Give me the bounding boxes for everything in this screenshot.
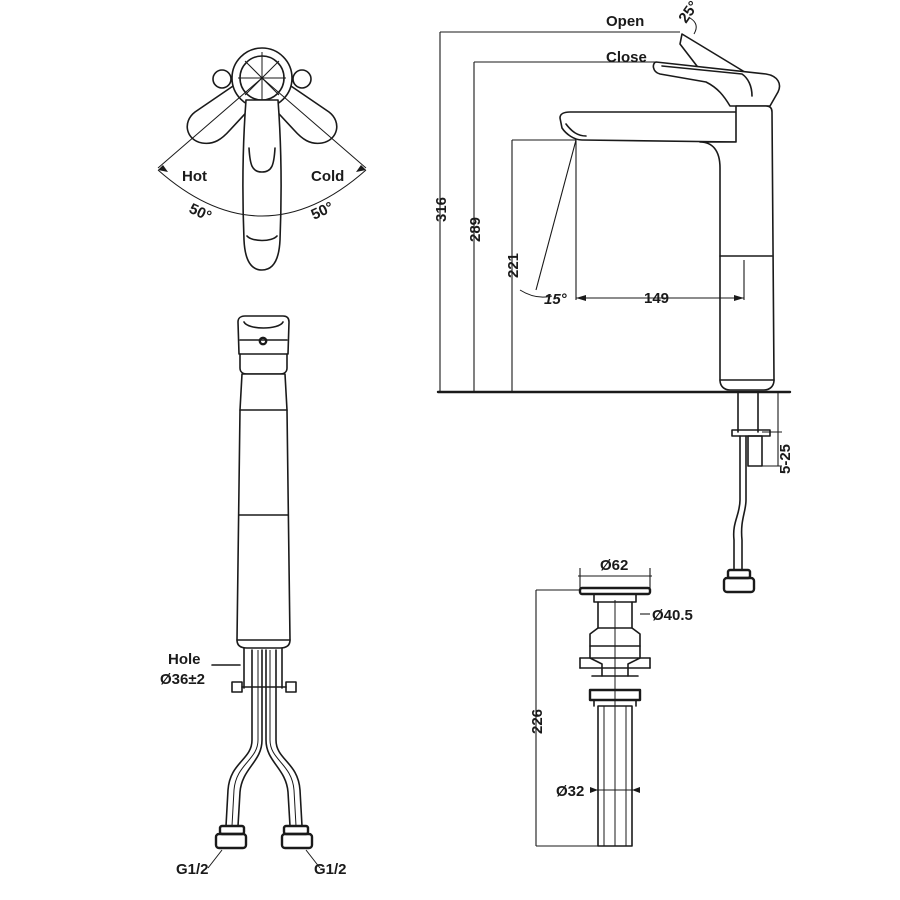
lever-angle: 25° xyxy=(675,0,702,26)
left-knob xyxy=(212,69,232,89)
hole-dim: Ø36±2 xyxy=(160,671,205,688)
height-289: 289 xyxy=(467,217,484,242)
hot-handle-ghost xyxy=(186,83,257,145)
cold-angle: 50° xyxy=(309,199,337,224)
waste-pipe xyxy=(597,705,633,847)
rotation-arc xyxy=(157,169,367,217)
cold-handle-ghost xyxy=(267,83,338,145)
front-body xyxy=(236,373,291,649)
front-view: Hole Ø36±2 G1/2 G1/2 xyxy=(160,315,347,878)
spout-angle: 15° xyxy=(544,291,568,308)
side-body xyxy=(699,105,775,391)
spout xyxy=(559,111,753,143)
waste-length: 226 xyxy=(529,709,546,734)
front-handle xyxy=(237,315,290,355)
right-knob xyxy=(292,69,312,89)
hot-label: Hot xyxy=(182,168,207,185)
reach-149: 149 xyxy=(644,290,669,307)
waste-dia-40: Ø40.5 xyxy=(652,607,693,624)
waste-flange xyxy=(578,586,652,596)
side-view: Open Close 25° 316 289 221 15° 149 5-25 xyxy=(433,0,794,594)
lever-closed xyxy=(652,61,781,107)
height-221: 221 xyxy=(505,253,522,278)
side-hose xyxy=(732,435,747,571)
top-view: Hot Cold 50° 50° xyxy=(157,47,367,271)
inlet-left-label: G1/2 xyxy=(176,861,209,878)
height-316: 316 xyxy=(433,197,450,222)
deck-range: 5-25 xyxy=(777,444,794,474)
inlet-right-label: G1/2 xyxy=(314,861,347,878)
hole-label: Hole xyxy=(168,651,201,668)
waste-dia-32: Ø32 xyxy=(556,783,584,800)
waste-view: Ø62 Ø40.5 226 Ø32 xyxy=(529,557,693,847)
close-label: Close xyxy=(606,49,647,66)
waste-dia-62: Ø62 xyxy=(600,557,628,574)
hose-right xyxy=(265,649,303,827)
hose-left xyxy=(225,649,263,827)
center-lever xyxy=(242,99,282,271)
indicator-dot xyxy=(258,336,268,346)
open-label: Open xyxy=(606,13,644,30)
cold-label: Cold xyxy=(311,168,344,185)
